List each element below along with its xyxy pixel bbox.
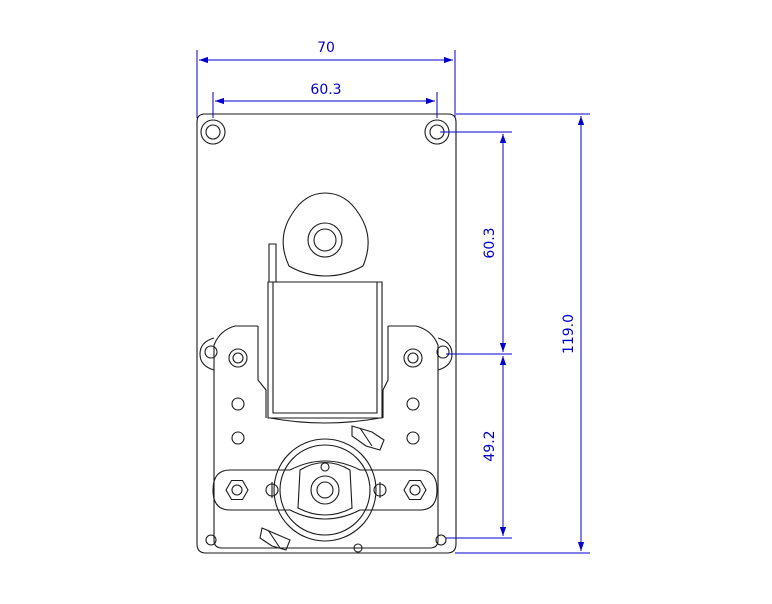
- left-slot-screw: [265, 482, 279, 498]
- gearbox-housing: [213, 325, 439, 549]
- right-hex-nut: [403, 479, 427, 501]
- output-flange: [212, 460, 438, 520]
- bottom-center-mark: [353, 543, 363, 553]
- dimension-lines: [196, 50, 590, 554]
- lower-clip: [259, 527, 291, 551]
- motor-coil: [267, 243, 383, 424]
- mounting-plate: [196, 113, 457, 554]
- gearbox-holes-left: [228, 348, 248, 445]
- gearmotor-outline: [196, 113, 457, 554]
- hole-spacing-vertical-upper-label: 60.3: [482, 227, 498, 258]
- overall-width-label: 70: [317, 40, 335, 56]
- output-shaft: [273, 438, 377, 542]
- left-hex-nut: [225, 479, 249, 501]
- hole-spacing-vertical-lower-label: 49.2: [482, 430, 498, 461]
- gearbox-holes-right: [403, 348, 423, 445]
- left-mounting-ear: [199, 337, 218, 371]
- hole-spacing-horizontal-label: 60.3: [310, 82, 341, 98]
- dimension-labels: 70 60.3 60.3 49.2 119.0: [310, 40, 577, 462]
- top-left-mounting-hole: [200, 119, 226, 145]
- right-slot-screw: [373, 482, 387, 498]
- bearing-boss: [282, 192, 369, 277]
- bottom-left-mounting-hole: [205, 534, 217, 546]
- upper-clip: [351, 425, 385, 451]
- overall-height-label: 119.0: [561, 314, 577, 354]
- bottom-right-mounting-hole: [435, 534, 447, 546]
